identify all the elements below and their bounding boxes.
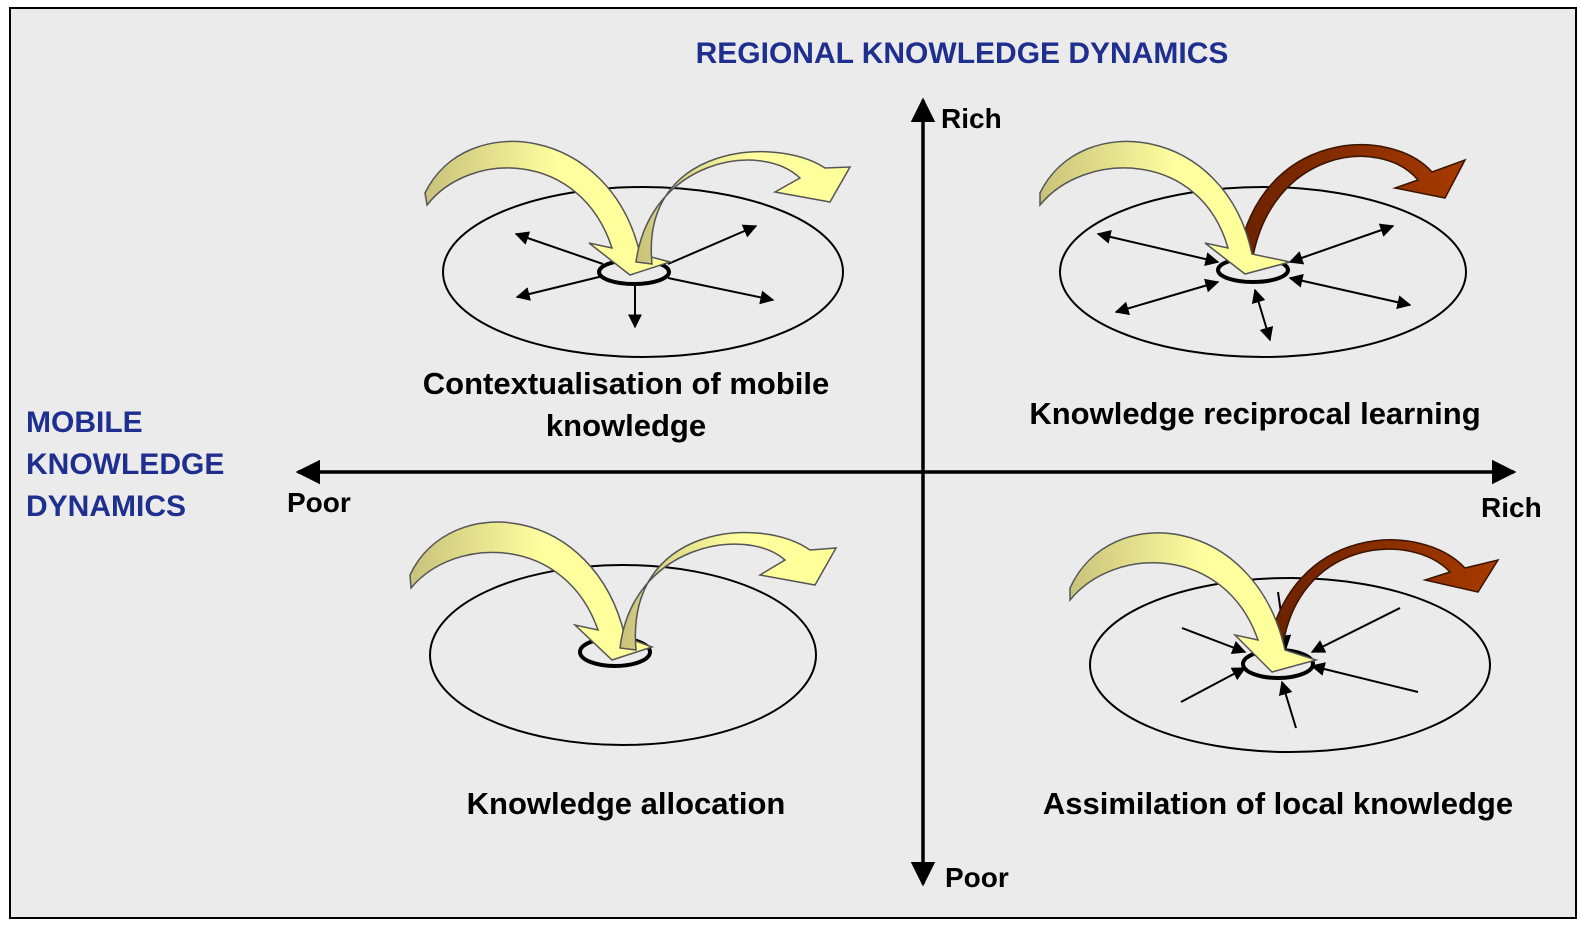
quadrant-top-right-graphic (1039, 140, 1467, 358)
incoming-arrow (1069, 532, 1319, 673)
outgoing-local-arrow (1237, 144, 1467, 263)
side-title-line-2: KNOWLEDGE (26, 448, 225, 481)
quadrant-bottom-left-label: Knowledge allocation (466, 786, 786, 821)
outgoing-local-arrow (1267, 539, 1500, 653)
side-title-line-3: DYNAMICS (26, 490, 187, 523)
horizontal-axis-right-label: Rich (1481, 492, 1542, 523)
horizontal-axis-left-label: Poor (287, 487, 351, 518)
quadrant-bottom-right-graphic (1069, 532, 1500, 753)
quadrant-bottom-right-label: Assimilation of local knowledge (1042, 786, 1514, 821)
incoming-arrow (1039, 140, 1291, 275)
diagram-title: REGIONAL KNOWLEDGE DYNAMICS (695, 37, 1229, 70)
quadrant-top-left-graphic (424, 140, 852, 358)
quadrant-top-right-label: Knowledge reciprocal learning (1029, 396, 1481, 431)
side-title: MOBILE KNOWLEDGE DYNAMICS (26, 402, 224, 528)
background-panel (9, 7, 1577, 919)
quadrant-top-left-label: Contextualisation of mobile knowledge (376, 363, 876, 447)
outgoing-arrow (619, 531, 838, 651)
vertical-axis-top-label: Rich (941, 103, 1002, 134)
outgoing-arrow (635, 151, 852, 265)
quadrant-top-left-label-line-1: Contextualisation of mobile (422, 366, 830, 401)
vertical-axis-bottom-label: Poor (945, 862, 1009, 893)
side-title-line-1: MOBILE (26, 406, 143, 439)
quadrant-bottom-left-graphic (409, 521, 838, 746)
quadrant-top-left-label-line-2: knowledge (545, 408, 707, 443)
